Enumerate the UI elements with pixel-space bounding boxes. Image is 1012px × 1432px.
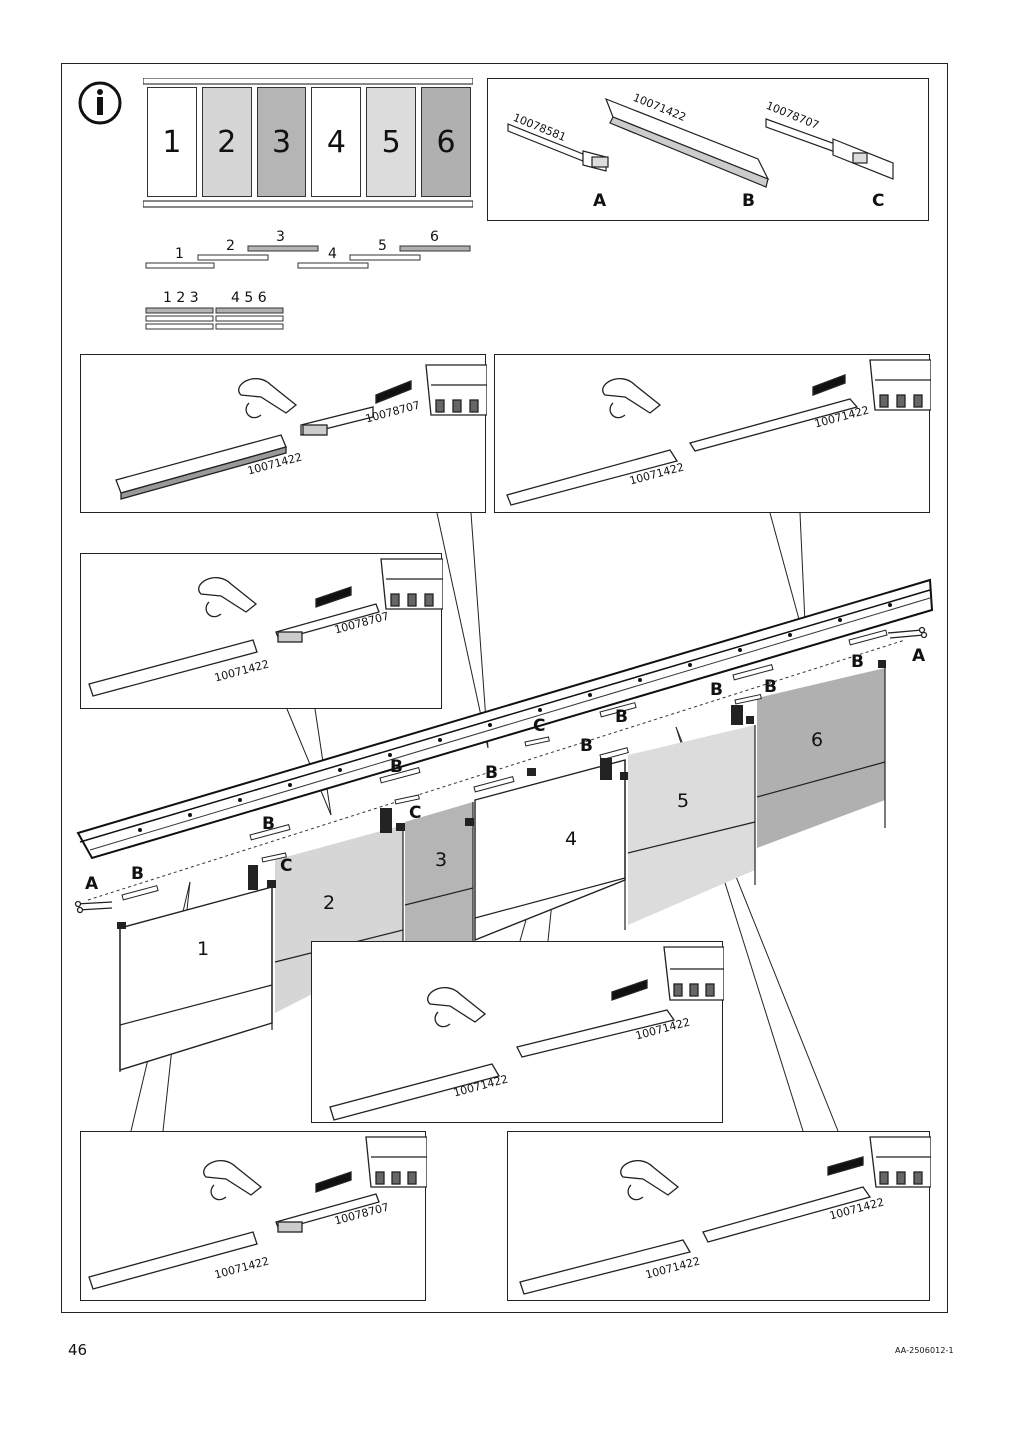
track-label-1: 1 [175,246,184,262]
instruction-frame [61,63,948,1313]
track-label-2: 2 [226,238,235,254]
assembly-letter-b: B [485,763,498,783]
group-label-right: 4 5 6 [231,290,267,306]
detail-box-mid-left: 10078707 10071422 [80,553,443,709]
assembly-letter-b: B [764,677,777,697]
panel-4: 4 [311,87,362,197]
panel-3: 3 [256,87,307,197]
track-label-6: 6 [430,229,439,245]
track-label-3: 3 [276,229,285,245]
assembly-letter-b: B [580,736,593,756]
assembly-panel-number-5: 5 [677,790,690,812]
assembly-letter-a-left: A [85,874,99,894]
assembly-panel-number-1: 1 [197,938,210,960]
assembly-letter-a-right: A [912,646,926,666]
detail-box-center: 10071422 10071422 [311,941,724,1123]
assembly-letter-b: B [710,680,723,700]
assembly-panel-number-3: 3 [435,849,448,871]
door-panel-2 [275,825,403,1013]
assembly-panel-number-6: 6 [811,729,824,751]
panel-2: 2 [201,87,252,197]
door-panel-3 [405,802,473,945]
group-label-left: 1 2 3 [163,290,199,306]
document-code: AA-2506012-1 [895,1346,954,1355]
detail-box-top-left: 10078707 10071422 [80,354,487,513]
assembly-letter-b: B [262,814,275,834]
detail-box-top-right: 10071422 10071422 [494,354,931,513]
assembly-letter-b: B [131,864,144,884]
assembly-panel-number-2: 2 [323,892,336,914]
track-diagram: 1 2 3 4 5 6 [143,228,473,273]
info-icon [77,80,123,126]
track-label-5: 5 [378,238,387,254]
track-label-4: 4 [328,246,337,262]
assembly-panel-number-4: 4 [565,828,578,850]
detail-box-bot-left: 10078707 10071422 [80,1131,427,1301]
door-panel-5 [628,725,755,925]
panel-strip: 1 2 3 4 5 6 [143,78,473,208]
part-a-letter: A [593,191,607,211]
panel-6: 6 [421,87,471,197]
parts-box: 10078581 10071422 10078707 A B C [487,78,929,221]
assembly-letter-b: B [851,652,864,672]
stacked-tracks: 1 2 3 4 5 6 [145,290,287,332]
page-number: 46 [68,1341,88,1359]
assembly-letter-b: B [615,707,628,727]
assembly-letter-c: C [409,803,422,823]
assembly-letter-c: C [280,856,293,876]
assembly-letter-c: C [533,716,546,736]
detail-box-bot-right: 10071422 10071422 [507,1131,931,1301]
panel-1: 1 [147,87,197,197]
ceiling-rail [76,578,934,860]
door-panel-1 [119,886,273,1071]
door-panel-4 [474,759,626,942]
assembly-letter-b: B [390,757,403,777]
part-c-letter: C [872,191,885,211]
part-b-letter: B [742,191,755,211]
door-panel-6 [757,668,885,848]
panel-5: 5 [366,87,417,197]
